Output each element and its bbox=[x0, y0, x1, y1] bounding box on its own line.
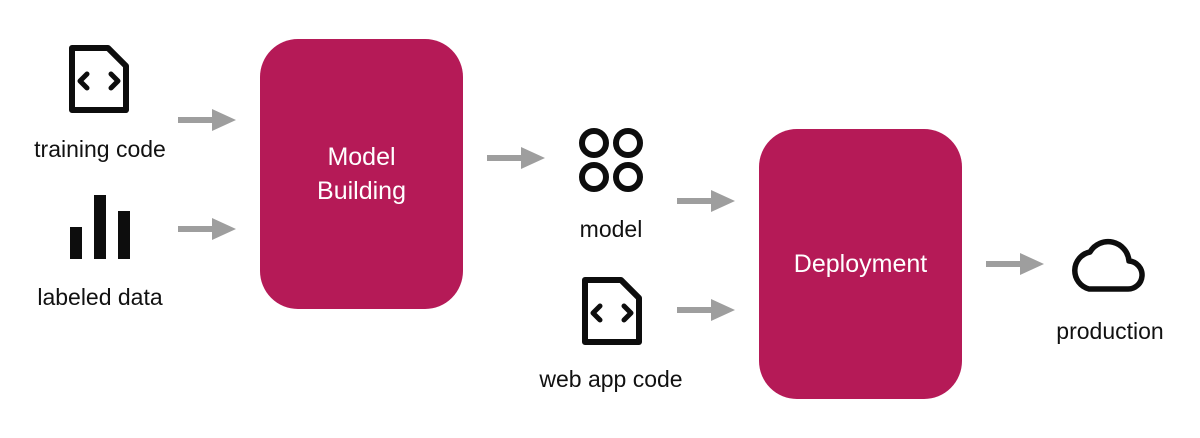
arrow-deployment-to-production bbox=[986, 253, 1044, 275]
model-building-label-line1: Model bbox=[327, 143, 396, 171]
arrow-model-to-deployment bbox=[677, 190, 735, 212]
training-code-label: training code bbox=[34, 136, 166, 162]
production-label: production bbox=[1056, 318, 1164, 344]
four-circles-icon bbox=[579, 128, 643, 192]
model-building-label-line2: Building bbox=[317, 177, 406, 205]
arrow-training-code-to-model-building bbox=[178, 109, 236, 131]
cloud-icon bbox=[1072, 238, 1145, 292]
model-label: model bbox=[579, 216, 643, 242]
model-building-box: Model Building bbox=[260, 39, 463, 309]
labeled-data-label: labeled data bbox=[37, 284, 163, 310]
training-code-file-icon bbox=[69, 45, 129, 113]
web-app-code-file-icon bbox=[582, 277, 642, 345]
bar-chart-icon bbox=[70, 195, 130, 259]
arrow-labeled-data-to-model-building bbox=[178, 218, 236, 240]
arrow-web-app-code-to-deployment bbox=[677, 299, 735, 321]
deployment-label: Deployment bbox=[793, 250, 928, 278]
web-app-code-label: web app code bbox=[539, 366, 683, 392]
deployment-box: Deployment bbox=[759, 129, 962, 399]
arrow-model-building-to-model bbox=[487, 147, 545, 169]
